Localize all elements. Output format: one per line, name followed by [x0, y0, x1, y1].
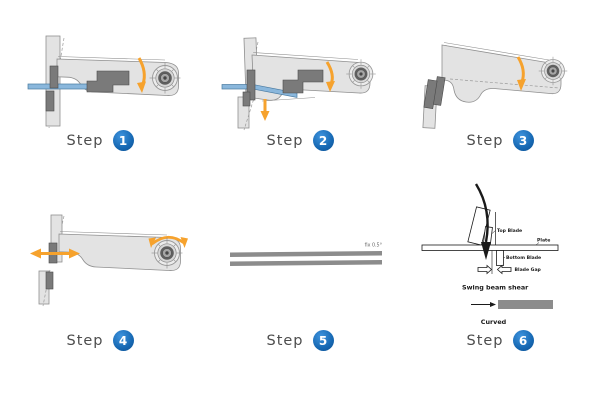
beam-top-edge [443, 42, 550, 61]
step-label: Step [266, 132, 304, 149]
step-1-panel: Step 1 [0, 0, 200, 200]
beam-dashed-line [449, 78, 560, 89]
swing-beam-shear-label: Swing beam shear [462, 284, 529, 292]
upper-blade-block [49, 65, 59, 89]
step-1-diagram [27, 35, 181, 129]
step-number-badge: 6 [512, 330, 534, 351]
down-swing-arrowhead-icon [137, 81, 146, 93]
rotate-left-arrowhead-icon [148, 237, 156, 248]
step-number-badge: 1 [112, 130, 134, 151]
beam-top-edge [57, 56, 166, 61]
sheet-metal-strip [27, 83, 97, 90]
fix-angle-note: fix 0.5° [365, 243, 382, 249]
step-3-diagram [422, 42, 568, 129]
upper-blade-block [246, 69, 256, 101]
step-caption: Step 5 [200, 330, 400, 351]
left-arrowhead-icon [30, 248, 41, 259]
step-3-panel: Step 3 [400, 0, 600, 200]
step-2-panel: Step 2 [200, 0, 400, 200]
rotate-right-arrowhead-icon [180, 237, 188, 248]
step-2-diagram [221, 37, 377, 131]
lower-blade-block [242, 91, 251, 107]
down-arrowhead-icon [260, 111, 270, 121]
plate [421, 244, 559, 251]
curved-stock-bar [498, 300, 553, 309]
cut-motion-arrowhead-icon [481, 242, 491, 260]
step-4-diagram [30, 214, 188, 307]
rotate-knob-arrow-icon [151, 235, 185, 246]
bottom-blade-label: Bottom Blade [506, 255, 541, 261]
down-swing-arrowhead-icon [326, 81, 335, 92]
step-number-badge: 3 [512, 130, 534, 151]
step-caption: Step 1 [0, 130, 200, 151]
step-number-badge: 4 [112, 330, 134, 351]
step-6-diagram: Top Blade Plate Bottom Blade Blade Gap S… [421, 183, 559, 326]
step-caption: Step 4 [0, 330, 200, 351]
lower-blade-block [423, 79, 438, 109]
gap-right-arrow-icon [496, 264, 512, 275]
top-blade-bar [230, 251, 382, 257]
blade-gap-label: Blade Gap [515, 267, 542, 273]
bottom-blade-bar [230, 260, 382, 266]
gap-left-arrow-icon [477, 264, 493, 275]
support-dashed-line [243, 94, 256, 131]
beam-flange-line [261, 97, 316, 102]
step-label: Step [466, 132, 504, 149]
curved-label: Curved [481, 318, 507, 326]
beam-top-edge [59, 231, 168, 236]
plate-label: Plate [537, 238, 550, 244]
step-label: Step [66, 332, 104, 349]
plate-leader [535, 242, 540, 246]
down-swing-arrowhead-icon [517, 79, 526, 91]
top-blade-label: Top Blade [497, 228, 522, 234]
step-4-panel: Step 4 [0, 200, 200, 400]
feed-arrowhead-icon [490, 302, 496, 307]
top-blade-leader [491, 230, 496, 235]
stepped-clamp-block [86, 70, 130, 93]
step-caption: Step 2 [200, 130, 400, 151]
step-caption: Step 3 [400, 130, 600, 151]
cut-motion-arrow-icon [474, 183, 489, 243]
step-caption: Step 6 [400, 330, 600, 351]
right-arrowhead-icon [69, 248, 80, 259]
step-number-badge: 2 [312, 130, 334, 151]
step-number-badge: 5 [312, 330, 334, 351]
lower-blade-block [45, 90, 55, 112]
step-label: Step [266, 332, 304, 349]
stepped-clamp-block [282, 69, 324, 94]
beam-top-edge [252, 52, 359, 60]
step-5-diagram: fix 0.5° [230, 243, 382, 266]
step-label: Step [66, 132, 104, 149]
bottom-blade [496, 250, 504, 266]
step-5-panel: fix 0.5° Step 5 [200, 200, 400, 400]
step-label: Step [466, 332, 504, 349]
lower-blade-block [45, 271, 54, 290]
step-6-panel: Top Blade Plate Bottom Blade Blade Gap S… [400, 183, 600, 400]
